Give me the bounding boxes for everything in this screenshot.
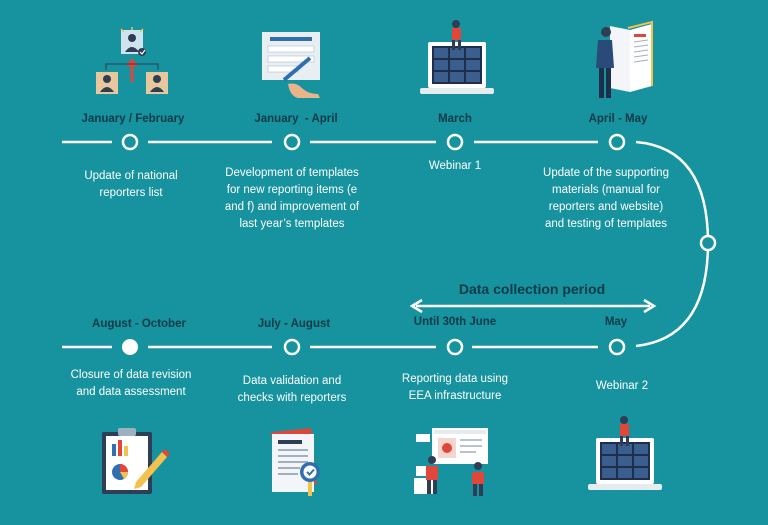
clipboard-charts-icon <box>102 428 170 494</box>
webinar-laptop-icon <box>420 20 494 94</box>
milestone-description: Data validation and checks with reporter… <box>237 375 347 404</box>
milestone-marker <box>283 338 301 356</box>
milestone-marker <box>446 133 464 151</box>
period-label: May <box>604 316 628 328</box>
reporters-network-icon <box>96 27 168 94</box>
period-label: July - August <box>257 318 331 330</box>
milestone-description: Closure of data revision and data assess… <box>70 369 192 398</box>
template-writing-icon <box>262 32 320 98</box>
milestone-marker-filled <box>122 339 138 355</box>
milestone-description: Webinar 1 <box>428 160 482 172</box>
milestone-description: Update of the supporting materials (manu… <box>543 167 669 230</box>
milestone-marker <box>699 234 717 252</box>
period-label: August - October <box>92 318 186 330</box>
period-label: March <box>438 113 472 125</box>
milestone-marker <box>283 133 301 151</box>
webinar-laptop-icon <box>588 416 662 490</box>
milestone-description: Update of national reporters list <box>84 170 178 199</box>
document-check-icon <box>271 428 320 496</box>
milestone-description: Webinar 2 <box>595 380 649 392</box>
milestone-description: Development of templates for new reporti… <box>224 167 360 230</box>
period-label: January - April <box>254 113 338 125</box>
milestone-marker <box>608 133 626 151</box>
data-collection-period-label: Data collection period <box>458 281 606 297</box>
milestone-marker <box>608 338 626 356</box>
milestone-description: Reporting data using EEA infrastructure <box>401 373 509 402</box>
reporting-dashboard-icon <box>414 428 488 496</box>
milestone-marker <box>121 133 139 151</box>
reading-manual-icon <box>596 20 653 98</box>
milestone-marker <box>446 338 464 356</box>
period-label: April - May <box>588 113 648 125</box>
period-label: January / February <box>81 113 185 125</box>
double-arrow-icon <box>409 298 657 314</box>
period-label: Until 30th June <box>413 316 497 328</box>
